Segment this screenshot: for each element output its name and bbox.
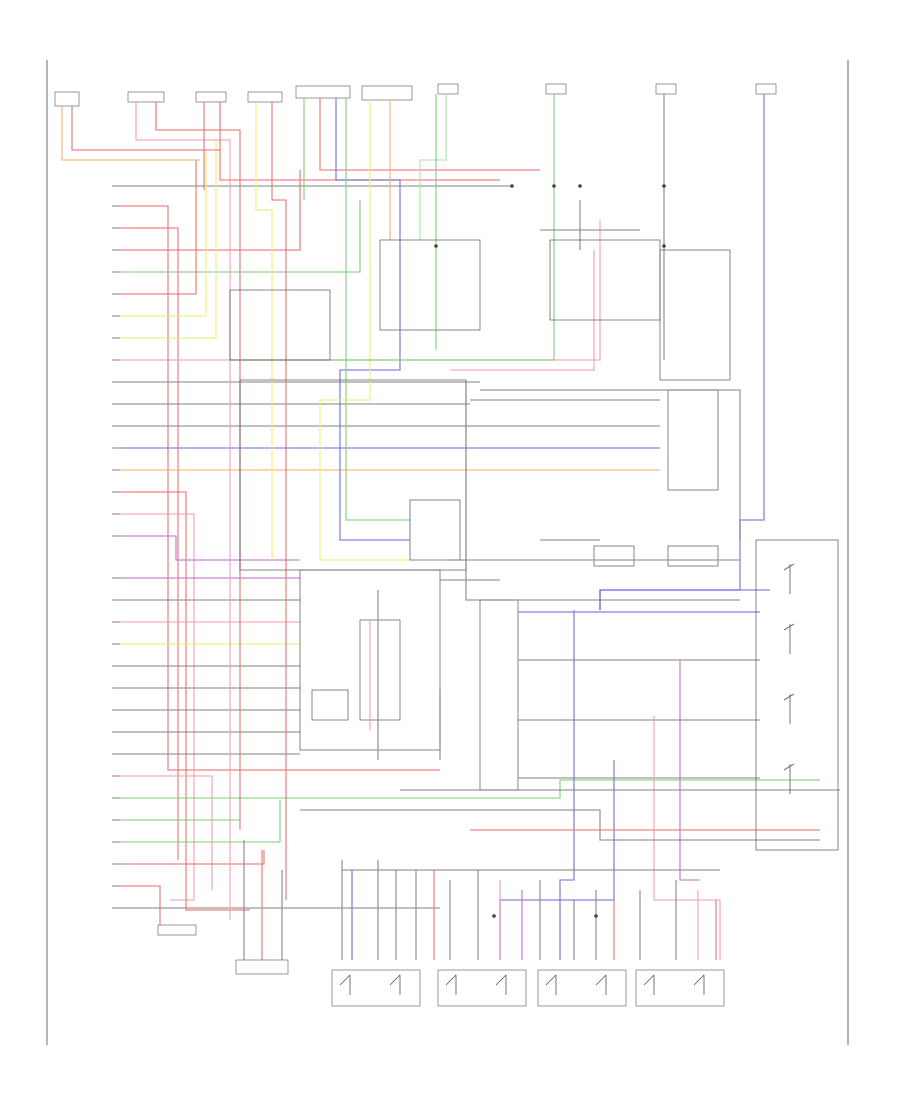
top-connector xyxy=(755,83,777,95)
top-connector xyxy=(655,83,677,95)
control-module-box xyxy=(229,289,331,361)
power-module-box xyxy=(659,249,731,381)
diode-box xyxy=(593,545,635,567)
top-harness-wires xyxy=(61,94,765,920)
left-pin-stubs xyxy=(112,185,120,909)
bottom-connector xyxy=(537,969,627,1007)
relay-box xyxy=(379,239,481,331)
junction-dots xyxy=(434,184,666,918)
bottom-connectors xyxy=(157,924,725,1007)
right-module-box xyxy=(755,539,839,851)
inner-module-box xyxy=(359,619,401,721)
left-harness-wires xyxy=(120,140,820,930)
bottom-connector xyxy=(635,969,725,1007)
control-unit-box xyxy=(239,379,467,571)
switch-symbol-box xyxy=(311,689,349,721)
top-connector xyxy=(195,91,227,103)
top-connectors xyxy=(54,83,777,107)
right-module xyxy=(755,539,839,851)
bottom-connector xyxy=(157,924,197,936)
bottom-switch-symbols xyxy=(339,974,705,995)
right-side-wires xyxy=(300,380,840,960)
bottom-wires xyxy=(243,840,720,960)
top-connector xyxy=(127,91,165,103)
bottom-connector xyxy=(235,959,289,975)
top-connector xyxy=(295,85,351,99)
switch-module-box xyxy=(667,389,719,491)
top-connector xyxy=(361,85,413,101)
top-connector xyxy=(54,91,80,107)
top-connector xyxy=(437,83,459,95)
switch-box xyxy=(409,499,461,561)
top-connector xyxy=(545,83,567,95)
bottom-connector xyxy=(437,969,527,1007)
sensor-box xyxy=(667,545,719,567)
lower-module-box xyxy=(479,599,519,791)
middle-components xyxy=(229,239,731,791)
bottom-connector xyxy=(331,969,421,1007)
relay-box xyxy=(549,239,661,321)
top-connector xyxy=(247,91,283,103)
main-module-box xyxy=(299,569,441,751)
